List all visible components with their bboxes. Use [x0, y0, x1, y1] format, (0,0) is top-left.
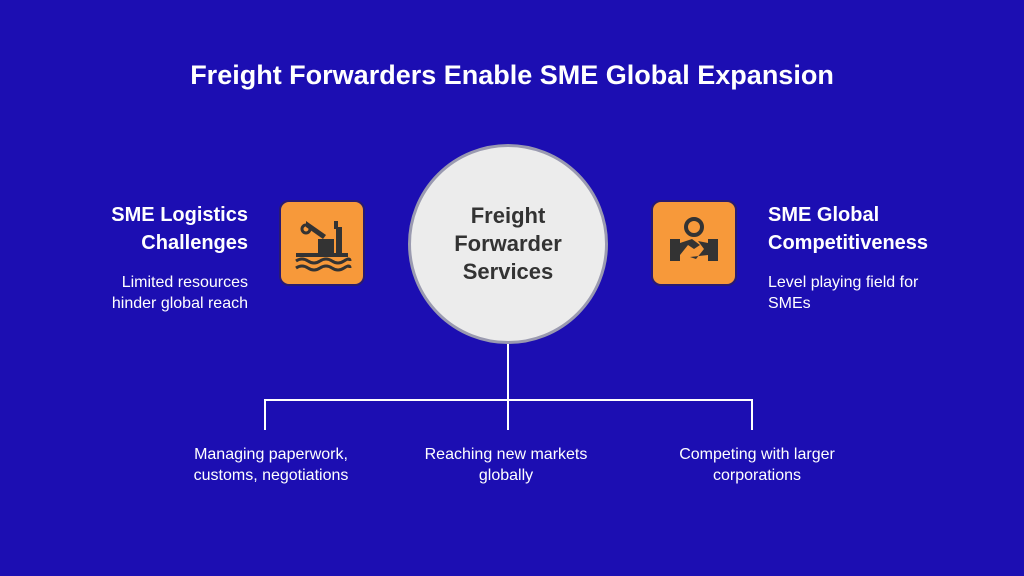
left-heading-line1: SME Logistics — [111, 204, 248, 226]
connector-left-tick — [264, 399, 266, 430]
branch-line1: Competing with larger — [679, 446, 835, 463]
connector-right-tick — [751, 399, 753, 430]
branch-label-paperwork: Managing paperwork, customs, negotiation… — [151, 444, 391, 486]
branch-label-competing: Competing with larger corporations — [637, 444, 877, 486]
left-desc-line2: hinder global reach — [111, 295, 248, 312]
left-desc-line1: Limited resources — [121, 274, 248, 291]
center-line1: Freight — [470, 203, 546, 228]
right-heading-line2: Competitiveness — [768, 232, 929, 254]
connector-horizontal — [264, 399, 753, 401]
branch-line1: Reaching new markets — [424, 446, 588, 463]
branch-line2: corporations — [712, 467, 802, 484]
right-heading: SME Global Competitiveness — [768, 201, 988, 257]
branch-line2: customs, negotiations — [193, 467, 349, 484]
port-crane-icon — [279, 200, 365, 286]
right-description: Level playing field for SMEs — [768, 272, 988, 314]
right-heading-line1: SME Global — [768, 204, 880, 226]
branch-line2: globally — [478, 467, 534, 484]
handshake-globe-icon — [651, 200, 737, 286]
left-heading: SME Logistics Challenges — [60, 201, 248, 257]
center-circle: Freight Forwarder Services — [408, 144, 608, 344]
center-line2: Forwarder — [454, 231, 562, 256]
diagram-title: Freight Forwarders Enable SME Global Exp… — [190, 60, 834, 90]
left-heading-line2: Challenges — [141, 232, 248, 254]
center-line3: Services — [462, 259, 554, 284]
left-description: Limited resources hinder global reach — [48, 272, 248, 314]
branch-line1: Managing paperwork, — [194, 446, 348, 463]
right-desc-line1: Level playing field for — [768, 274, 919, 291]
connector-vertical — [507, 344, 509, 430]
right-desc-line2: SMEs — [768, 295, 811, 312]
branch-label-markets: Reaching new markets globally — [386, 444, 626, 486]
